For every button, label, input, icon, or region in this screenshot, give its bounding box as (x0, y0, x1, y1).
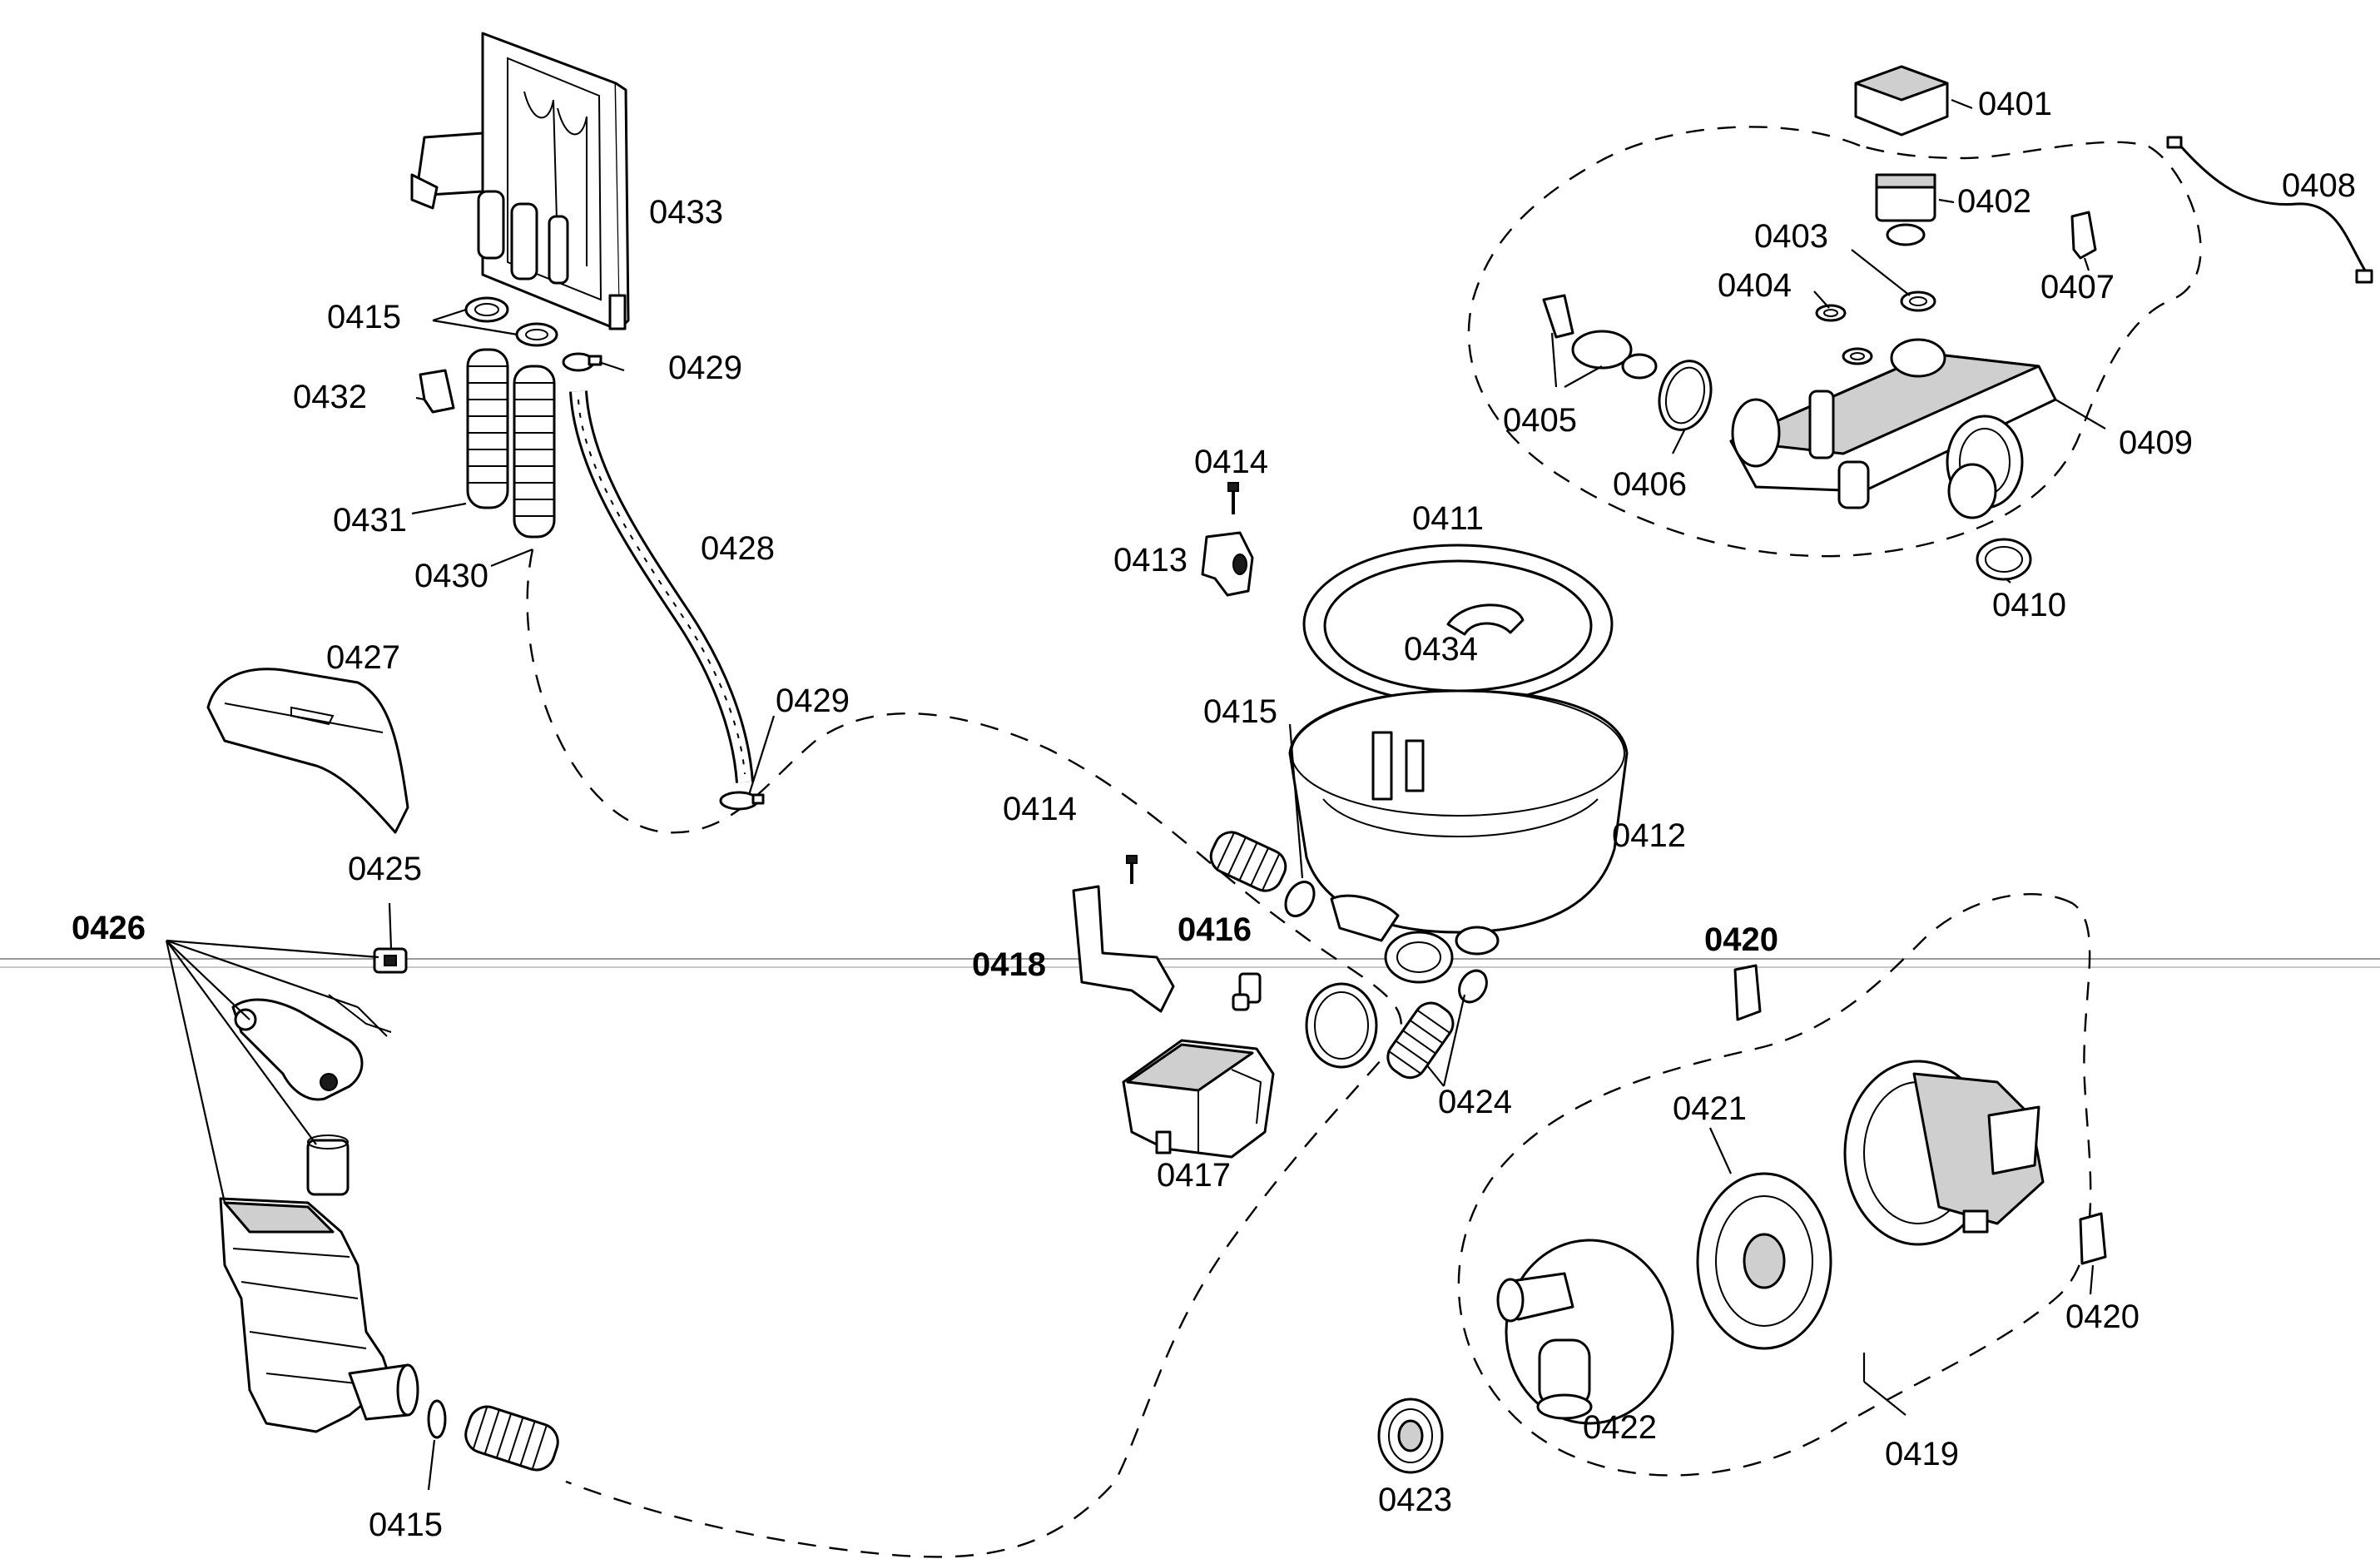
label-0428: 0428 (701, 530, 775, 567)
part-0428-hose (569, 390, 754, 783)
label-0420-right: 0420 (2065, 1298, 2140, 1335)
part-bottom-left-connector (464, 1405, 559, 1472)
part-0417-valve (1122, 1039, 1275, 1159)
label-0430: 0430 (414, 558, 488, 594)
label-0413: 0413 (1113, 542, 1188, 578)
label-0429-bottom: 0429 (776, 683, 850, 719)
label-0417: 0417 (1157, 1157, 1231, 1194)
part-0424-hose (1386, 969, 1488, 1080)
label-0427: 0427 (326, 639, 400, 676)
label-0410: 0410 (1992, 587, 2066, 623)
part-0421-impeller-housing (1696, 1172, 1832, 1350)
part-0430-hose (513, 365, 556, 539)
part-0413-bracket (1201, 531, 1254, 597)
part-0431-hose (466, 348, 509, 509)
part-0409-valve-assembly (1729, 338, 2057, 519)
label-0411: 0411 (1412, 500, 1484, 537)
part-0403-ring (1900, 290, 1936, 312)
label-0419: 0419 (1885, 1436, 1959, 1472)
label-0404: 0404 (1718, 267, 1792, 304)
part-0432-clip (419, 369, 455, 414)
part-0401-cap (1854, 65, 1949, 137)
part-0410-clamp (1976, 538, 2032, 581)
part-middle-spring-hose (1209, 831, 1287, 892)
part-0416-clip (1232, 972, 1262, 1011)
label-0416: 0416 (1178, 911, 1252, 948)
label-0403: 0403 (1754, 218, 1828, 255)
label-0415-top: 0415 (327, 299, 401, 335)
part-0407-clip (2070, 211, 2097, 260)
part-0404-rings (1815, 304, 1873, 365)
label-0420-top: 0420 (1704, 921, 1778, 958)
part-labels: 0401 0402 0403 0404 0405 0406 0407 0408 … (72, 86, 2356, 1543)
label-0432: 0432 (293, 379, 367, 415)
outline-0419-group (1457, 893, 2092, 1477)
part-large-ring-near-sump (1305, 982, 1378, 1069)
outline-0409-group (1467, 126, 2202, 558)
part-0420-clip-top (1733, 964, 1762, 1021)
label-0414-top: 0414 (1194, 444, 1268, 480)
label-0418: 0418 (972, 946, 1046, 983)
part-0429-clamp-bottom (719, 791, 765, 811)
label-0408: 0408 (2282, 167, 2356, 204)
label-0434: 0434 (1404, 631, 1478, 668)
part-0412-sump (1288, 689, 1629, 984)
label-0415-middle: 0415 (1203, 693, 1277, 730)
label-0412: 0412 (1612, 817, 1686, 854)
part-0411-filter-ring (1302, 544, 1614, 705)
label-0426: 0426 (72, 910, 146, 946)
part-0433-reservoir (412, 33, 628, 329)
label-0405: 0405 (1503, 402, 1577, 439)
part-0425-clip (373, 947, 408, 974)
part-0415-ring-middle (1284, 881, 1316, 917)
label-0407: 0407 (2040, 269, 2115, 305)
part-0408-wire (2166, 136, 2373, 284)
label-0409: 0409 (2119, 425, 2193, 461)
label-0424: 0424 (1438, 1084, 1512, 1120)
part-0414-screw-bottom (1126, 855, 1138, 884)
part-0420-clip-right (2079, 1212, 2107, 1265)
part-0419-pump-motor (1843, 1060, 2045, 1246)
part-0427-cover (206, 668, 409, 834)
label-0421: 0421 (1673, 1090, 1747, 1127)
scan-artifact-line (0, 958, 2380, 968)
assembly-outlines (526, 126, 2202, 1558)
label-0401: 0401 (1978, 86, 2052, 122)
label-0414-bottom: 0414 (1003, 791, 1077, 827)
leader-lines (165, 98, 2106, 1491)
part-0405-sensor (1542, 294, 1658, 380)
label-0429-top: 0429 (668, 350, 742, 386)
part-0406-ring (1658, 360, 1713, 431)
label-0415-bottom: 0415 (369, 1507, 443, 1543)
part-0402-valve (1875, 173, 1936, 246)
part-0418-bracket (1072, 885, 1175, 1013)
part-lower-left-valve-housing (219, 1197, 419, 1433)
part-0415-rings-top (464, 296, 558, 347)
label-0423: 0423 (1378, 1482, 1452, 1518)
label-0433: 0433 (649, 194, 723, 231)
label-0422: 0422 (1583, 1409, 1657, 1446)
part-0414-screw-top (1227, 482, 1239, 514)
hose-route-line (526, 549, 1403, 1558)
label-0402: 0402 (1957, 183, 2031, 220)
part-0423-grommet (1377, 1398, 1444, 1474)
part-0422-pump-volute (1496, 1239, 1674, 1425)
label-0431: 0431 (333, 502, 407, 539)
part-0426-set (231, 994, 392, 1196)
label-0425: 0425 (348, 851, 422, 887)
part-0429-clamp-top (562, 352, 602, 372)
label-0406: 0406 (1613, 466, 1687, 503)
part-0415-ring-bottom (427, 1399, 447, 1439)
